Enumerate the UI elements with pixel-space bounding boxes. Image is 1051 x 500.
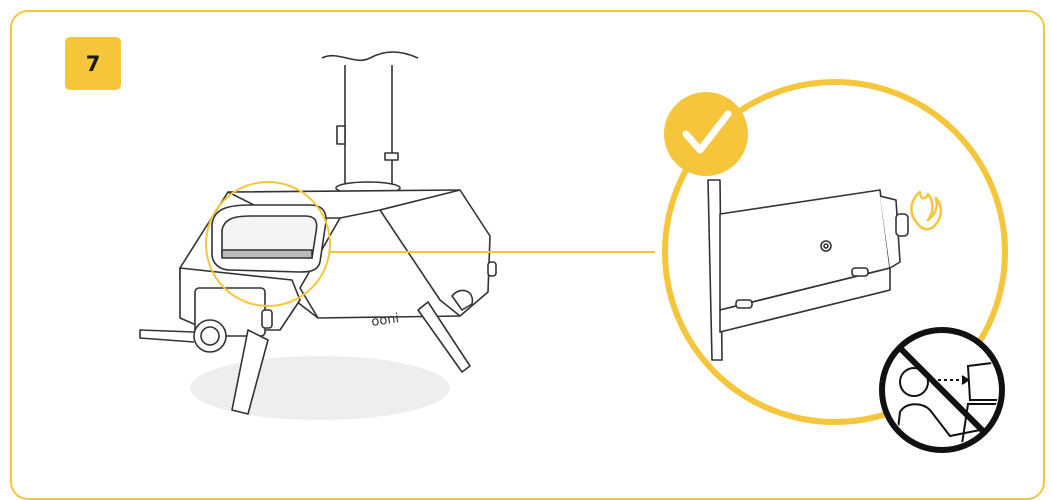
checkmark-icon [664,92,748,176]
oven-brand-label: ooni [370,311,400,330]
zoom-burner-screw-inner [824,244,828,248]
ignition-button [262,310,272,328]
zoom-nozzle [896,214,908,236]
chimney-clip [337,126,345,144]
zoom-foot-2 [852,268,868,276]
control-knob-center [201,327,219,345]
chimney-top-break [322,52,418,60]
no-looking-icon [882,330,1002,450]
gas-hose [140,330,194,342]
oven-side-knob [488,262,496,276]
oven-shadow [190,356,450,420]
chimney-latch [385,153,398,160]
zoom-foot-1 [736,300,752,308]
illustration: ooni [0,0,1051,483]
pizza-stone [222,250,312,258]
oven-chimney [345,65,392,188]
